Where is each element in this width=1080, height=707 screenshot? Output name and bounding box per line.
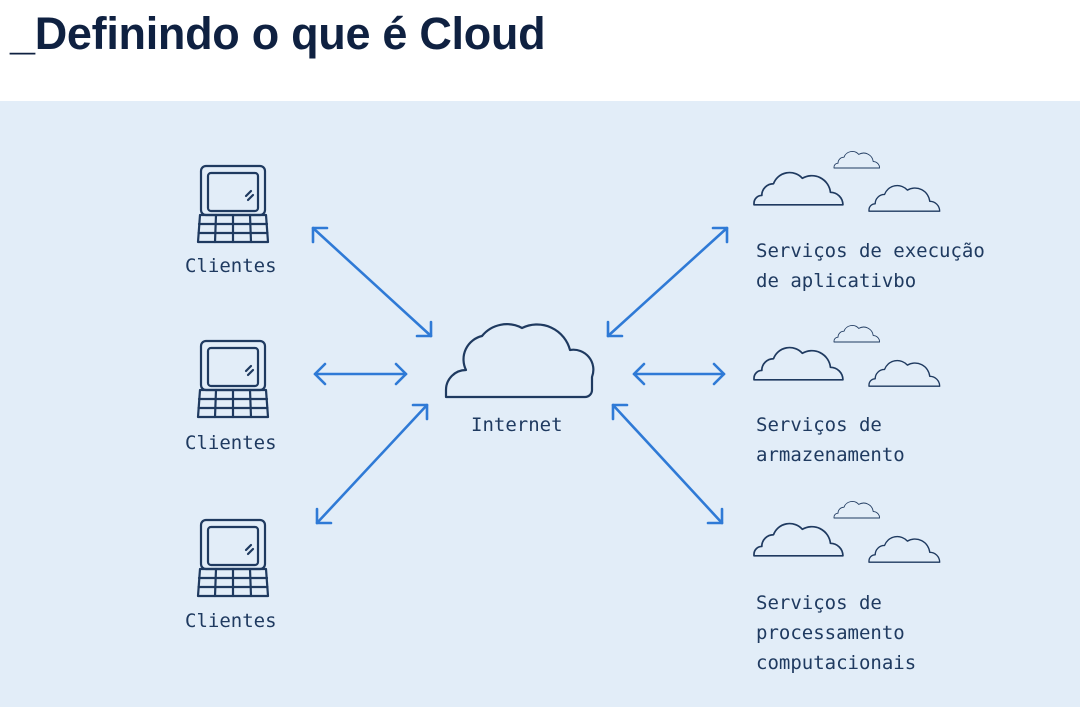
arrow-client3-internet bbox=[315, 403, 429, 525]
page-title: _Definindo o que é Cloud bbox=[10, 8, 546, 59]
client-label: Clientes bbox=[185, 255, 277, 277]
arrow-client1-internet bbox=[311, 226, 433, 338]
arrow-internet-armazenamento bbox=[632, 362, 726, 386]
service-label-armazenamento: Serviços de armazenamento bbox=[756, 414, 905, 466]
service-label-execucao: Serviços de execução de aplicativbo bbox=[756, 240, 996, 292]
arrow-internet-processamento bbox=[611, 403, 724, 525]
cloud-group-icon bbox=[753, 501, 941, 563]
arrow-internet-execucao bbox=[606, 226, 729, 338]
internet-cloud-icon bbox=[444, 323, 595, 399]
arrow-client2-internet bbox=[313, 362, 408, 386]
client-label: Clientes bbox=[185, 610, 277, 632]
laptop-icon bbox=[196, 339, 270, 419]
cloud-group-icon bbox=[753, 151, 941, 212]
cloud-group-icon bbox=[753, 325, 941, 387]
client-label: Clientes bbox=[185, 432, 277, 454]
diagram-panel bbox=[0, 101, 1080, 707]
internet-label: Internet bbox=[471, 414, 563, 436]
service-label-processamento: Serviços de processamento computacionais bbox=[756, 592, 916, 674]
laptop-icon bbox=[196, 518, 270, 598]
laptop-icon bbox=[196, 164, 270, 244]
